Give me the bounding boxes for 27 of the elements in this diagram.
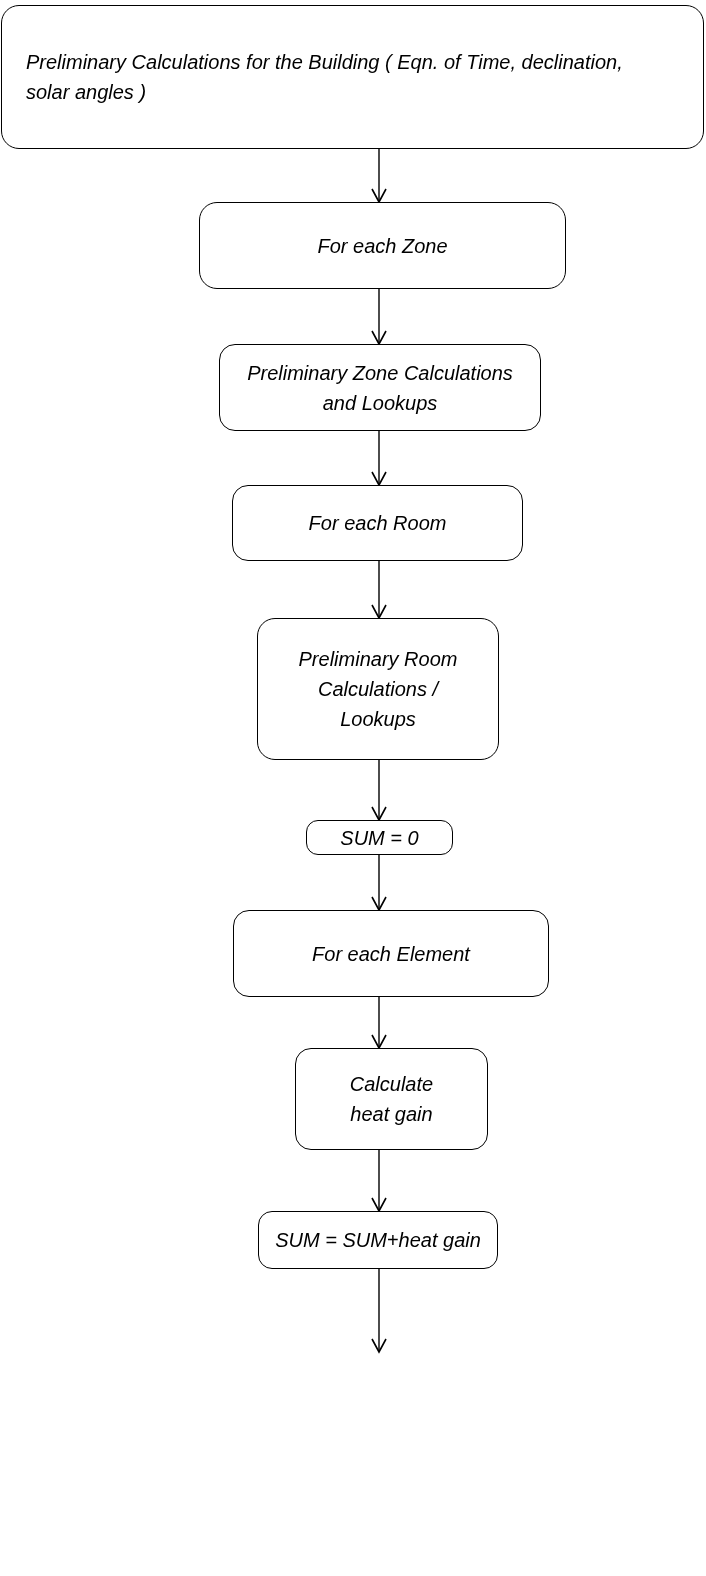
step-text: Calculate heat gain (348, 1072, 435, 1127)
process-box (258, 1211, 498, 1269)
process-box (1, 5, 704, 149)
step-text: For each Element (311, 941, 472, 967)
process-box (232, 485, 523, 561)
step-text: Preliminary Zone Calculations and Lookups (246, 360, 514, 416)
step-text: Preliminary Room Calculations / Lookups (297, 647, 459, 732)
arrow (371, 854, 387, 911)
process-box (199, 202, 566, 289)
process-box (219, 344, 541, 431)
arrow (371, 996, 387, 1049)
step-text: For each Zone (316, 233, 449, 259)
process-box (306, 820, 453, 855)
arrow (371, 1149, 387, 1212)
arrow (371, 759, 387, 821)
step-text: SUM = SUM+heat gain (274, 1228, 482, 1253)
arrow (371, 148, 387, 203)
arrow (371, 288, 387, 345)
step-text: For each Room (307, 511, 448, 536)
process-box (233, 910, 549, 997)
arrow (371, 1268, 387, 1353)
process-box (295, 1048, 488, 1150)
arrow (371, 430, 387, 486)
step-text: SUM = 0 (339, 825, 420, 851)
process-box (257, 618, 499, 760)
arrow (371, 560, 387, 619)
step-text: Preliminary Calculations for the Building ( Eqn. of Time, declination, solar angles ) (26, 50, 624, 105)
